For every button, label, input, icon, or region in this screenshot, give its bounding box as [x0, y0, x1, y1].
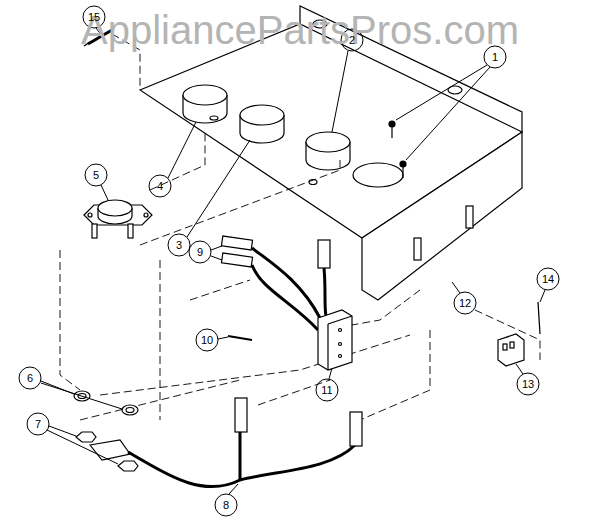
callout-number: 3 — [176, 240, 182, 251]
callout-number: 8 — [223, 500, 229, 511]
callout-number: 7 — [35, 419, 41, 430]
callout-number: 11 — [321, 385, 332, 396]
callout-number: 2 — [349, 35, 355, 46]
callout-number: 9 — [197, 247, 203, 258]
callout-number: 12 — [459, 298, 471, 309]
callout-number: 5 — [93, 170, 99, 181]
callout-number: 6 — [27, 373, 33, 384]
callout-number: 14 — [542, 274, 554, 285]
callout-number: 13 — [522, 379, 534, 390]
callout-number: 4 — [157, 181, 163, 192]
callout-number: 1 — [492, 52, 498, 63]
callout-number: 15 — [88, 12, 100, 23]
callout-number: 10 — [201, 335, 213, 346]
watermark: AppliancePartsPros.com — [81, 10, 519, 50]
